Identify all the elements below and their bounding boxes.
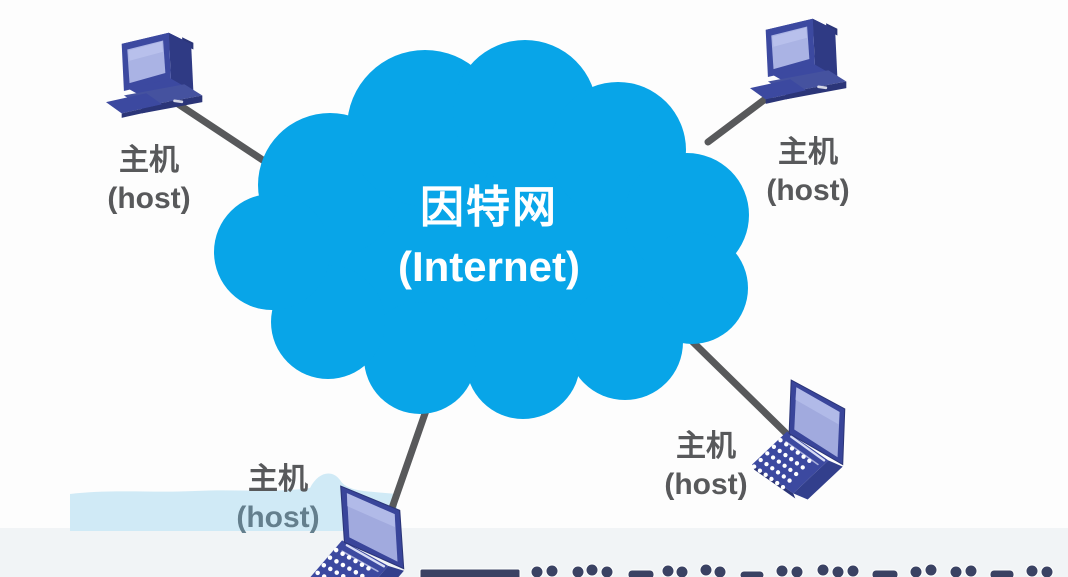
internet-name-zh: 因特网 [420,183,558,232]
host-label-zh: 主机 [248,463,308,496]
host-label-en: (host) [107,182,191,215]
host-label-zh: 主机 [119,144,179,177]
host-label-en: (host) [664,468,748,501]
host-label-bottom-right: 主机 (host) [616,428,796,504]
link-line-top-right [704,90,776,146]
host-label-bottom-left: 主机 (host) [188,461,368,537]
internet-cloud-label: 因特网 (Internet) [319,180,659,298]
host-label-en: (host) [766,174,850,207]
clipped-caption [419,563,1054,577]
watermark-band [70,473,397,531]
internet-name-en: (Internet) [398,243,580,290]
desktop-computer-icon [106,32,203,118]
host-label-top-right: 主机 (host) [718,134,898,210]
internet-cloud [214,40,749,419]
host-label-en: (host) [236,501,320,534]
host-label-top-left: 主机 (host) [59,142,239,218]
desktop-computer-icon [750,18,847,104]
host-label-zh: 主机 [778,136,838,169]
host-label-zh: 主机 [676,430,736,463]
